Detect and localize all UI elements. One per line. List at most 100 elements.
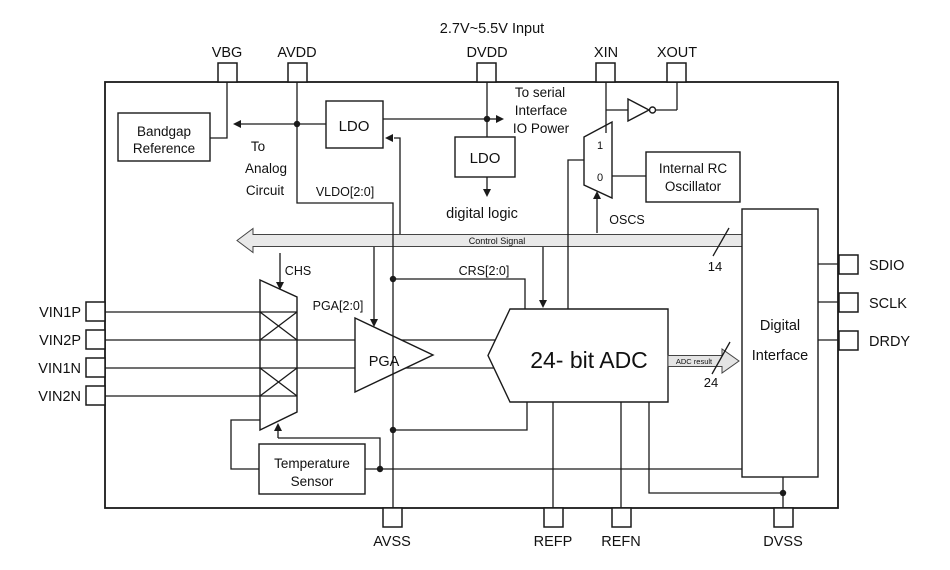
wire-adc-digital [648, 402, 783, 494]
wire-avss-adc [393, 402, 528, 431]
bandgap-label-2: Reference [133, 141, 195, 156]
pin-label-vin1p: VIN1P [39, 305, 81, 321]
to-serial-label-1: To serial [515, 85, 565, 100]
adc-result-arrow [667, 348, 740, 374]
digital-logic-label: digital logic [446, 206, 518, 222]
supply-note: 2.7V~5.5V Input [440, 21, 544, 37]
adc-label: 24- bit ADC [530, 347, 648, 373]
pin-vbg [217, 62, 238, 83]
adc-bus-width: 24 [704, 375, 718, 390]
rc-oscillator-block [645, 151, 741, 203]
pin-label-xin: XIN [594, 45, 618, 61]
pin-xout [666, 62, 687, 83]
pin-vin1n [85, 357, 106, 378]
pin-xin [595, 62, 616, 83]
pin-refp [543, 507, 564, 528]
pin-avss [382, 507, 403, 528]
rc-osc-label-1: Internal RC [659, 161, 728, 176]
oscs-label: OSCS [609, 213, 644, 227]
ldo-digital-label: LDO [470, 150, 501, 167]
input-mux [259, 278, 298, 432]
junction-dot [293, 120, 301, 128]
temp-sensor-label-1: Temperature [274, 456, 350, 471]
to-serial-label-2: Interface [515, 103, 568, 118]
crs-label: CRS[2:0] [459, 264, 510, 278]
oscs-arrowhead [593, 191, 601, 199]
control-bus-width: 14 [708, 259, 722, 274]
to-analog-label-2: Analog [245, 161, 287, 176]
inverter-icon [627, 97, 651, 123]
pin-label-drdy: DRDY [869, 334, 910, 350]
pin-dvdd [476, 62, 497, 83]
junction-dot [389, 426, 397, 434]
to-serial-arrowhead [496, 115, 504, 123]
pin-vin2n [85, 385, 106, 406]
pin-dvss [773, 507, 794, 528]
control-signal-label: Control Signal [469, 236, 526, 246]
digital-interface-label-1: Digital [760, 318, 800, 334]
pin-refn [611, 507, 632, 528]
pin-vin2p [85, 329, 106, 350]
temp-sensor-label-2: Sensor [291, 474, 334, 489]
to-serial-label-3: IO Power [513, 121, 570, 136]
inverter-bubble [648, 106, 657, 114]
wire-vldo-ctl [394, 137, 401, 234]
chs-label: CHS [285, 264, 311, 278]
pga-sel-label: PGA[2:0] [313, 299, 364, 313]
wire-avdd-rail [296, 81, 394, 508]
pin-label-sclk: SCLK [869, 296, 907, 312]
rc-osc-label-2: Oscillator [665, 179, 722, 194]
pin-vin1p [85, 301, 106, 322]
ldo-analog-label: LDO [339, 118, 370, 135]
temp-sensor-block [258, 443, 366, 495]
vldo-label: VLDO[2:0] [316, 185, 374, 199]
pin-label-vin1n: VIN1N [38, 361, 81, 377]
pin-sdio [838, 254, 859, 275]
junction-dot [376, 465, 384, 473]
pin-label-avdd: AVDD [277, 45, 316, 61]
pga-triangle [354, 316, 435, 394]
pin-label-xout: XOUT [657, 45, 697, 61]
wire-crs [393, 278, 526, 309]
junction-dot [779, 489, 787, 497]
clock-mux-input-1: 1 [597, 140, 603, 152]
pin-label-avss: AVSS [373, 534, 411, 550]
junction-dot [389, 275, 397, 283]
digital-logic-arrowhead [483, 189, 491, 197]
temp-arrowhead [274, 423, 282, 431]
clock-mux [583, 120, 613, 200]
bandgap-block [117, 112, 211, 162]
clock-mux-input-0: 0 [597, 172, 603, 184]
pga-sel-arrowhead [370, 319, 378, 327]
wire-clock-to-adc [567, 159, 584, 309]
ldo-analog-block [325, 100, 384, 149]
to-analog-arrowhead [233, 120, 241, 128]
bandgap-label-1: Bandgap [137, 124, 191, 139]
wire-temp-mux-left [230, 419, 260, 470]
pin-label-sdio: SDIO [869, 258, 904, 274]
adc-result-label: ADC result [676, 357, 713, 366]
adc-ctl-arrowhead [539, 300, 547, 308]
vldo-arrowhead [385, 134, 393, 142]
pin-sclk [838, 292, 859, 313]
wire-temp-branch [278, 437, 381, 469]
to-analog-label-3: Circuit [246, 183, 285, 198]
adc-width-slash [711, 341, 731, 375]
bus-width-slash [712, 227, 730, 257]
pga-label: PGA [369, 354, 400, 370]
pin-label-vin2n: VIN2N [38, 389, 81, 405]
ldo-digital-block [454, 136, 516, 178]
digital-interface-label-2: Interface [752, 348, 808, 364]
pin-label-refn: REFN [601, 534, 640, 550]
pin-label-vin2p: VIN2P [39, 333, 81, 349]
digital-interface-block [741, 208, 819, 478]
pin-label-dvdd: DVDD [466, 45, 507, 61]
adc-block [487, 308, 669, 403]
to-analog-label-1: To [251, 139, 265, 154]
junction-dot [483, 115, 491, 123]
wire-serial-pins [818, 263, 839, 341]
pin-drdy [838, 330, 859, 351]
chs-arrowhead [276, 282, 284, 290]
